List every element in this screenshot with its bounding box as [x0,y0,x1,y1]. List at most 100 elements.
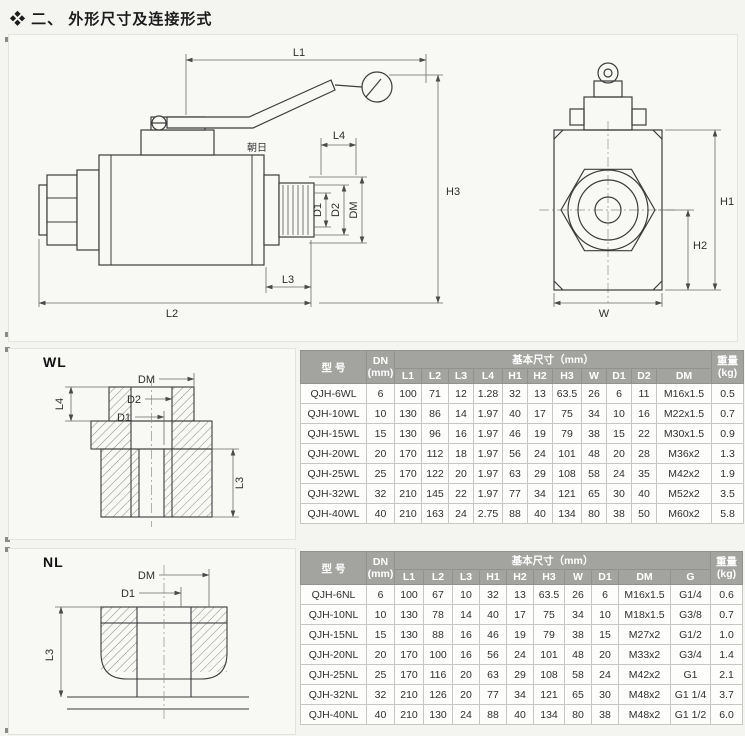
value-cell: 100 [423,644,453,665]
value-cell: M60x2 [655,503,713,524]
value-cell: 210 [394,684,424,705]
value-cell: 25 [366,463,395,484]
value-cell: 24 [606,463,632,484]
value-cell: 112 [421,443,449,464]
valve-drawing-panel: 朝日 [8,34,738,342]
value-cell: 1.97 [473,463,503,484]
value-cell: 6.0 [710,704,744,725]
dim-label-dm: DM [138,374,155,386]
value-cell: 29 [527,463,553,484]
value-cell: 1.9 [711,463,745,484]
dimensions-front [553,129,721,307]
value-cell: 75 [533,604,565,625]
value-cell: 38 [581,423,607,444]
value-cell: M36x2 [655,443,713,464]
value-cell: 75 [552,403,582,424]
value-cell: 63 [479,664,507,685]
value-cell: 10 [452,584,480,605]
dimension-labels-side: L1 L4 D1 D2 DM H3 L3 L2 [166,47,460,320]
value-cell: M48x2 [618,704,671,725]
value-cell: 130 [394,403,422,424]
model-cell: QJH-6NL [300,584,367,605]
value-cell: 30 [606,483,632,504]
col-header-dim: L1 [394,368,422,384]
value-cell: 20 [606,443,632,464]
col-header-weight: 重量 (kg) [710,551,744,585]
wl-cross-section-drawing: DM D2 D1 L4 L3 [54,373,246,527]
weight-label: 重量 [716,555,738,568]
value-cell: 80 [564,704,592,725]
value-cell: 12 [448,383,474,404]
value-cell: 29 [506,664,534,685]
value-cell: G1 1/4 [669,684,712,705]
nl-cross-section-drawing: DM D1 L3 [44,565,249,721]
weight-unit: (kg) [716,568,737,580]
value-cell: 58 [581,463,607,484]
value-cell: 100 [394,584,424,605]
value-cell: G1/4 [669,584,712,605]
value-cell: 17 [506,604,534,625]
model-cell: QJH-15NL [300,624,367,645]
dim-label-w: W [599,308,610,320]
col-header-dim: L2 [423,569,453,585]
value-cell: 40 [366,503,395,524]
dim-label-l2: L2 [166,308,178,320]
value-cell: 77 [502,483,528,504]
model-cell: QJH-32WL [300,483,367,504]
value-cell: 58 [564,664,592,685]
dim-label-l1: L1 [293,47,305,59]
value-cell: 67 [423,584,453,605]
value-cell: 22 [448,483,474,504]
value-cell: 16 [631,403,657,424]
value-cell: 1.97 [473,443,503,464]
value-cell: 63 [502,463,528,484]
value-cell: 34 [564,604,592,625]
col-header-dim: H2 [506,569,534,585]
col-header-dim: H3 [533,569,565,585]
value-cell: 210 [394,483,422,504]
frame-anchor [5,332,10,337]
value-cell: 19 [506,624,534,645]
brand-label: 朝日 [247,142,267,154]
value-cell: 2.1 [710,664,744,685]
value-cell: 17 [527,403,553,424]
value-cell: 88 [502,503,528,524]
value-cell: 65 [581,483,607,504]
value-cell: 10 [591,604,619,625]
value-cell: G1 [669,664,712,685]
value-cell: 210 [394,704,424,725]
value-cell: 34 [527,483,553,504]
dn-unit: (mm) [367,367,394,379]
dimensions-side [38,54,443,307]
value-cell: 38 [591,704,619,725]
col-header-dim: L1 [394,569,424,585]
valve-handle [151,71,393,131]
weight-unit: (kg) [717,367,738,379]
col-header-basic-dims: 基本尺寸（mm） [393,551,712,570]
nl-section-drawing-panel: NL [8,548,296,735]
value-cell: 79 [552,423,582,444]
value-cell: 10 [366,604,395,625]
dim-label-h1: H1 [720,196,734,208]
value-cell: 24 [448,503,474,524]
wl-section-drawing-panel: WL [8,348,296,540]
model-cell: QJH-20NL [300,644,367,665]
value-cell: M42x2 [655,463,713,484]
value-cell: 3.5 [711,483,745,504]
value-cell: 40 [506,704,534,725]
value-cell: 18 [448,443,474,464]
value-cell: 16 [452,644,480,665]
value-cell: 96 [421,423,449,444]
dn-unit: (mm) [367,568,394,580]
nl-dimension-table: 型 号 DN (mm) 基本尺寸（mm） 重量 (kg) L1 L2 L3 H1… [300,551,744,725]
dim-label-d1: D1 [117,412,131,424]
front-view: H1 H2 W [539,62,734,320]
value-cell: 6 [591,584,619,605]
col-header-dn: DN (mm) [366,551,395,585]
dims-header-row: L1 L2 L3 H1 H2 H3 W D1 DM G [301,569,743,585]
